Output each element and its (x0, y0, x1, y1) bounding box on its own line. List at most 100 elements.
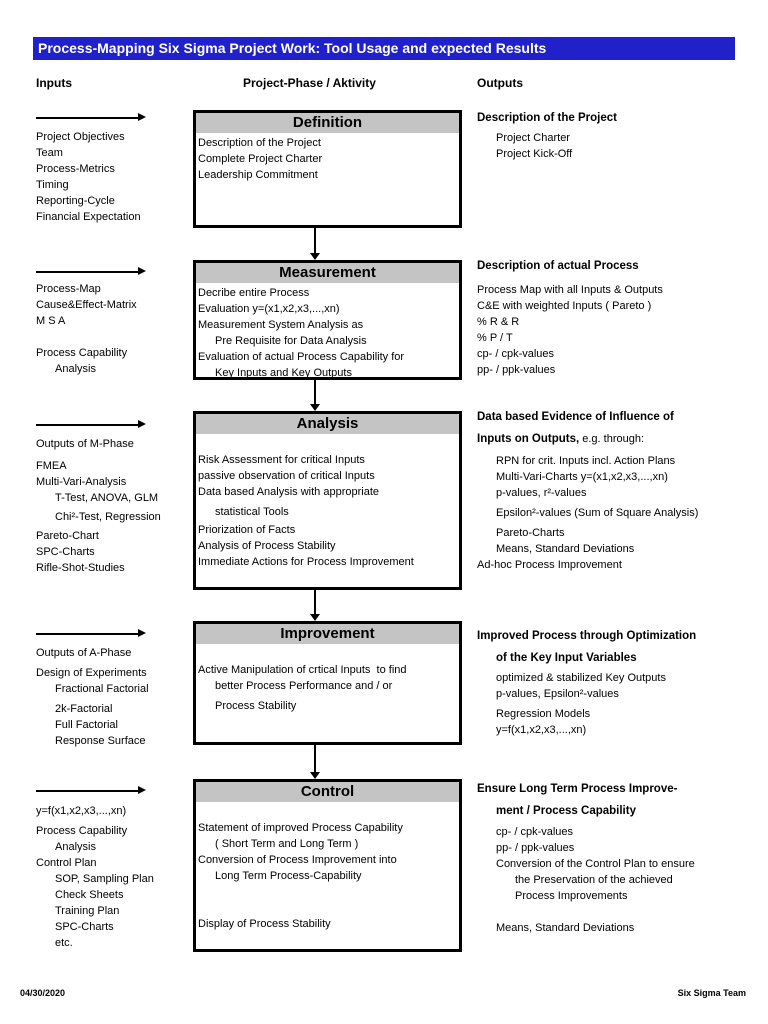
output-item: pp- / ppk-values (496, 842, 575, 854)
flow-arrow-down-icon-analysis-to-improvement (310, 590, 320, 621)
analysis-box-title: Analysis (196, 414, 459, 434)
arrow-head (310, 253, 320, 260)
input-item: Cause&Effect-Matrix (36, 299, 137, 311)
activity-item (198, 646, 457, 662)
improvement-input-arrow-icon (36, 629, 146, 638)
activity-item: Display of Process Stability (198, 918, 331, 930)
input-item: Process Capability (36, 825, 128, 837)
definition-box-title: Definition (196, 113, 459, 133)
output-item: of the Key Input Variables (496, 652, 637, 664)
input-item: SPC-Charts (36, 546, 95, 558)
activity-item (198, 436, 457, 452)
activity-item: Measurement System Analysis as (198, 319, 364, 331)
activity-item: Data based Analysis with appropriate (198, 486, 379, 498)
input-item: Full Factorial (55, 719, 118, 731)
activity-item: Evaluation of actual Process Capability … (198, 351, 405, 363)
output-item: Multi-Vari-Charts y=(x1,x2,x3,...,xn) (496, 471, 668, 483)
output-item: C&E with weighted Inputs ( Pareto ) (477, 300, 652, 312)
output-item: Ensure Long Term Process Improve- (477, 783, 678, 795)
flow-arrow-down-icon-definition-to-measurement (310, 228, 320, 260)
improvement-box-title: Improvement (196, 624, 459, 644)
input-item: Fractional Factorial (55, 683, 149, 695)
input-item: Analysis (55, 841, 96, 853)
output-item: Data based Evidence of Influence of (477, 411, 674, 423)
output-item: Improved Process through Optimization (477, 630, 697, 642)
activity-item: Active Manipulation of crtical Inputs to… (198, 664, 407, 676)
flow-arrow-down-icon-improvement-to-control (310, 745, 320, 779)
activity-item: Risk Assessment for critical Inputs (198, 454, 365, 466)
input-item: Chi²-Test, Regression (55, 511, 161, 523)
output-item: Description of the Project (477, 112, 617, 124)
activity-item: better Process Performance and / or (215, 680, 393, 692)
activity-item: Process Stability (215, 700, 297, 712)
title-bar: Process-Mapping Six Sigma Project Work: … (33, 37, 735, 60)
input-item: Analysis (55, 363, 96, 375)
output-item: Means, Standard Deviations (496, 543, 635, 555)
activity-item: Description of the Project (198, 137, 321, 149)
input-item: Team (36, 147, 63, 159)
input-item: Project Objectives (36, 131, 125, 143)
input-item: Training Plan (55, 905, 120, 917)
activity-item: ( Short Term and Long Term ) (215, 838, 359, 850)
output-item: Process Improvements (515, 890, 628, 902)
activity-item: Decribe entire Process (198, 287, 310, 299)
analysis-outputs-list: Data based Evidence of Influence of Input… (477, 409, 762, 573)
input-item: Rifle-Shot-Studies (36, 562, 125, 574)
column-header-phase: Project-Phase / Aktivity (243, 76, 376, 90)
output-item: % P / T (477, 332, 513, 344)
output-item: Project Charter (496, 132, 570, 144)
arrow-head (138, 420, 146, 428)
control-outputs-list: Ensure Long Term Process Improve-ment / … (477, 781, 762, 936)
output-item (477, 904, 762, 920)
output-item: Process Map with all Inputs & Outputs (477, 284, 663, 296)
control-phase-box: Control Statement of improved Process Ca… (193, 779, 462, 952)
output-item: Pareto-Charts (496, 527, 565, 539)
arrow-shaft (36, 790, 139, 792)
improvement-activities-list: Active Manipulation of crtical Inputs to… (196, 644, 459, 714)
input-item: Check Sheets (55, 889, 124, 901)
output-item: RPN for crit. Inputs incl. Action Plans (496, 455, 676, 467)
arrow-head (138, 786, 146, 794)
output-item: ment / Process Capability (496, 805, 636, 817)
activity-item: Analysis of Process Stability (198, 540, 336, 552)
activity-item: Statement of improved Process Capability (198, 822, 403, 834)
arrow-head (310, 772, 320, 779)
arrow-shaft (36, 117, 139, 119)
input-item: Control Plan (36, 857, 97, 869)
output-item: pp- / ppk-values (477, 364, 556, 376)
arrow-shaft (314, 590, 316, 614)
activity-item: Conversion of Process Improvement into (198, 854, 397, 866)
measurement-input-arrow-icon (36, 267, 146, 276)
output-item: Inputs on Outputs, e.g. through: (477, 433, 645, 445)
input-item (36, 329, 192, 345)
control-activities-list: Statement of improved Process Capability… (196, 802, 459, 932)
output-item: Means, Standard Deviations (496, 922, 635, 934)
input-item: FMEA (36, 460, 67, 472)
input-item: Response Surface (55, 735, 146, 747)
analysis-phase-box: Analysis Risk Assessment for critical In… (193, 411, 462, 590)
input-item: 2k-Factorial (55, 703, 113, 715)
activity-item (198, 804, 457, 820)
arrow-shaft (314, 745, 316, 772)
footer-team: Six Sigma Team (677, 988, 746, 998)
input-item: Financial Expectation (36, 211, 141, 223)
arrow-head (138, 629, 146, 637)
output-item: y=f(x1,x2,x3,...,xn) (496, 724, 587, 736)
activity-item (198, 900, 457, 916)
input-item: Reporting-Cycle (36, 195, 115, 207)
activity-item: Complete Project Charter (198, 153, 323, 165)
input-item: Process-Metrics (36, 163, 115, 175)
input-item: Outputs of A-Phase (36, 647, 132, 659)
activity-item: Leadership Commitment (198, 169, 318, 181)
input-item: Pareto-Chart (36, 530, 99, 542)
